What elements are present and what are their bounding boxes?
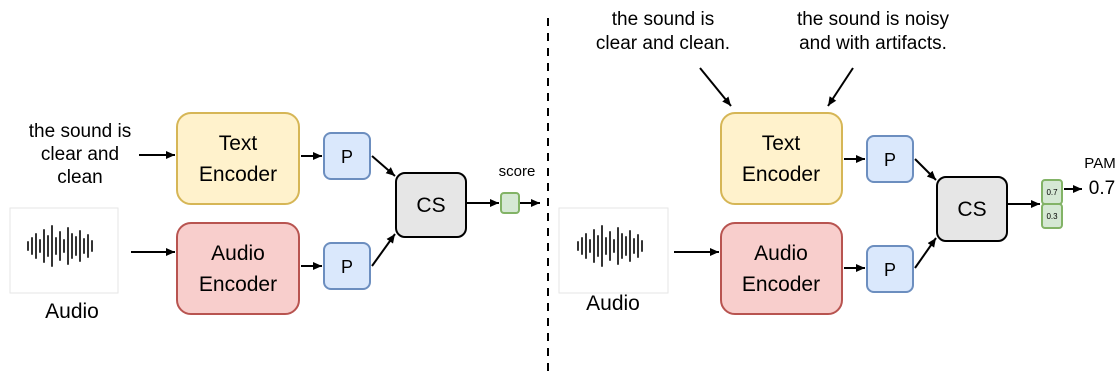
left-prompt-line-3: clean bbox=[57, 167, 102, 188]
left-audio-projection-label: P bbox=[341, 257, 353, 277]
waveform-icon bbox=[27, 225, 93, 267]
left-panel: the sound is clear and clean Audio Text … bbox=[9, 112, 540, 323]
right-prompt-negative: the sound is noisy and with artifacts. bbox=[797, 9, 950, 54]
left-cosine-similarity: CS bbox=[395, 172, 467, 238]
right-audio-input: Audio bbox=[558, 207, 669, 315]
waveform-icon bbox=[577, 225, 643, 267]
left-audio-encoder-line-1: Audio bbox=[211, 242, 265, 265]
right-text-projection-label: P bbox=[884, 150, 896, 170]
left-prompt: the sound is clear and clean bbox=[29, 121, 131, 188]
right-audio-label: Audio bbox=[586, 292, 640, 315]
left-audio-input: Audio bbox=[9, 207, 119, 323]
left-prompt-line-1: the sound is bbox=[29, 121, 131, 142]
right-audio-encoder-line-2: Encoder bbox=[742, 273, 820, 296]
right-cosine-similarity: CS bbox=[936, 176, 1008, 242]
right-audio-projection-label: P bbox=[884, 260, 896, 280]
right-prompt-positive: the sound is clear and clean. bbox=[596, 9, 730, 54]
left-audio-encoder-line-2: Encoder bbox=[199, 273, 277, 296]
left-text-encoder: Text Encoder bbox=[176, 112, 300, 205]
softmax-value-positive: 0.7 bbox=[1046, 188, 1058, 197]
right-audio-encoder-line-1: Audio bbox=[754, 242, 808, 265]
right-prompt-positive-line-1: the sound is bbox=[612, 9, 714, 30]
right-text-projection: P bbox=[866, 135, 914, 183]
right-prompt-positive-line-2: clear and clean. bbox=[596, 33, 730, 54]
right-prompt-negative-line-2: and with artifacts. bbox=[799, 33, 947, 54]
left-text-encoder-line-1: Text bbox=[219, 132, 258, 155]
right-arrows bbox=[674, 67, 1082, 272]
softmax-value-negative: 0.3 bbox=[1046, 212, 1058, 221]
left-audio-encoder: Audio Encoder bbox=[176, 222, 300, 315]
softmax-box-negative bbox=[1041, 203, 1063, 229]
pam-value: 0.7 bbox=[1089, 178, 1115, 199]
left-text-projection-label: P bbox=[341, 147, 353, 167]
pam-label: PAM bbox=[1084, 155, 1115, 172]
right-text-encoder-line-1: Text bbox=[762, 132, 801, 155]
right-audio-projection: P bbox=[866, 245, 914, 293]
left-audio-projection: P bbox=[323, 242, 371, 290]
left-audio-label: Audio bbox=[45, 300, 99, 323]
left-prompt-line-2: clear and bbox=[41, 144, 119, 165]
left-text-projection: P bbox=[323, 132, 371, 180]
left-text-encoder-line-2: Encoder bbox=[199, 163, 277, 186]
left-score-label: score bbox=[499, 163, 536, 180]
right-softmax-scores: 0.7 0.3 bbox=[1041, 179, 1063, 229]
right-text-encoder: Text Encoder bbox=[720, 112, 843, 205]
right-panel: the sound is clear and clean. the sound … bbox=[558, 9, 1116, 315]
right-cs-label: CS bbox=[957, 198, 986, 221]
right-prompt-negative-line-1: the sound is noisy bbox=[797, 9, 950, 30]
left-cs-label: CS bbox=[416, 194, 445, 217]
right-text-encoder-line-2: Encoder bbox=[742, 163, 820, 186]
right-audio-encoder: Audio Encoder bbox=[720, 222, 843, 315]
left-arrows bbox=[131, 151, 540, 270]
left-score-box bbox=[500, 192, 520, 214]
